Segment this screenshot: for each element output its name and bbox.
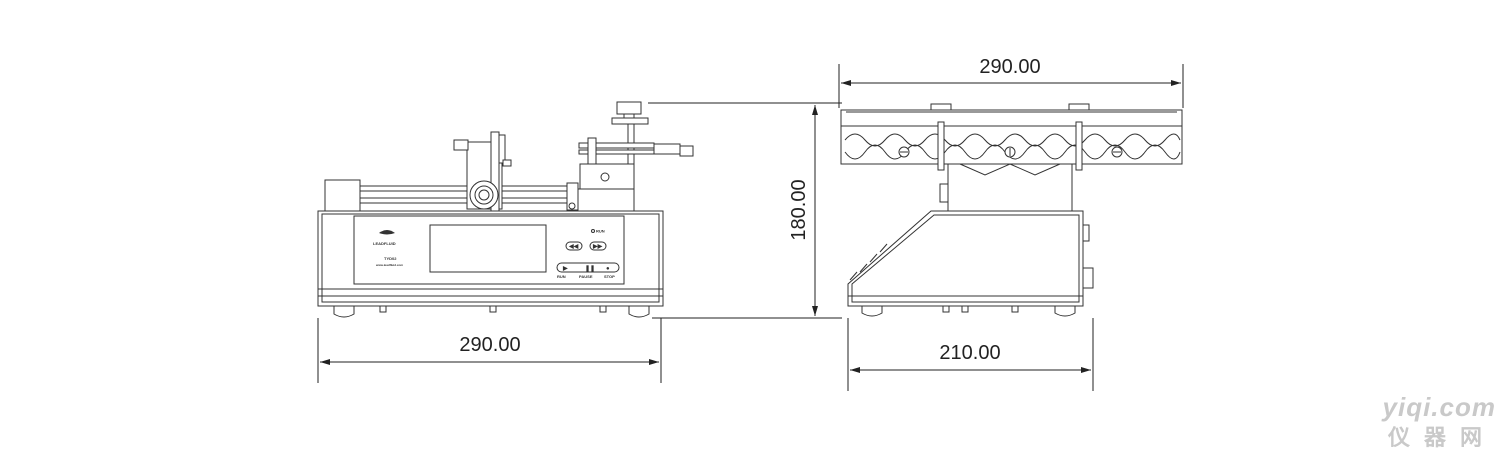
height-dimension: 180.00 (788, 179, 810, 240)
panel-model: TYD02 (384, 256, 397, 261)
rewind-button[interactable] (565, 241, 583, 251)
panel-website: www.leadfluid.com (375, 263, 403, 267)
side-base-width-dimension: 210.00 (939, 342, 1000, 364)
stop-label: STOP (604, 274, 615, 279)
top-indicator-label: RUN (596, 229, 605, 234)
fast-forward-icon: ▶▶ (592, 243, 603, 250)
pause-label: PAUSE (579, 274, 593, 279)
watermark-line2: 仪器网 (1387, 425, 1496, 450)
front-view: LEADFLUID TYD02 www.leadfluid.com RUN ◀◀… (317, 101, 694, 383)
rewind-icon: ◀◀ (568, 243, 579, 250)
side-view: 290.00 210.00 (838, 56, 1184, 391)
run-label: RUN (557, 274, 566, 279)
fast-forward-button[interactable] (589, 241, 607, 251)
side-top-width-dimension: 290.00 (979, 56, 1040, 78)
front-width-dimension: 290.00 (459, 334, 520, 356)
panel-brand: LEADFLUID (373, 241, 396, 246)
stop-button[interactable]: ● (606, 266, 610, 272)
pause-button[interactable]: ❚❚ (585, 265, 595, 272)
leadfluid-logo-icon (379, 230, 395, 235)
watermark-line1: yiqi.com (1382, 392, 1496, 422)
play-button[interactable]: ▶ (562, 265, 568, 272)
